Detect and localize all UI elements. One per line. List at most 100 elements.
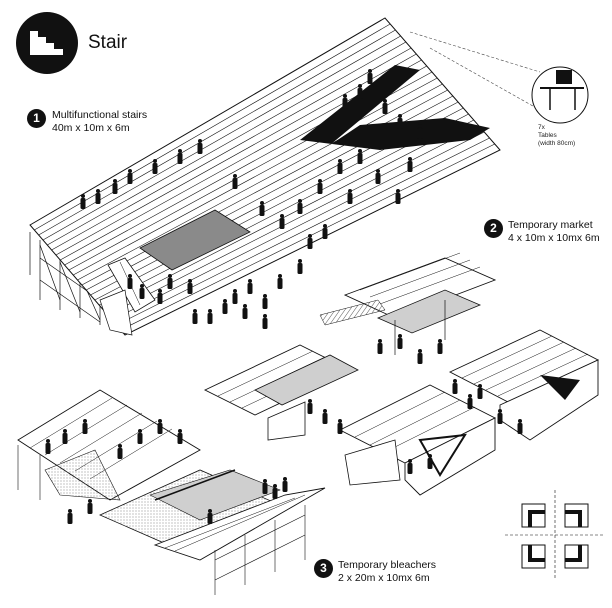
person-silhouette bbox=[272, 484, 278, 499]
person-silhouette bbox=[395, 189, 401, 204]
person-silhouette bbox=[127, 274, 133, 289]
person-silhouette bbox=[207, 509, 213, 524]
person-silhouette bbox=[232, 289, 238, 304]
person-silhouette bbox=[397, 334, 403, 349]
temporary-bleachers-drawing bbox=[17, 389, 326, 595]
person-silhouette bbox=[477, 384, 483, 399]
stair-step-line bbox=[103, 119, 475, 311]
stair-icon bbox=[16, 12, 78, 74]
person-silhouette bbox=[407, 459, 413, 474]
person-silhouette bbox=[259, 201, 265, 216]
person-silhouette bbox=[247, 279, 253, 294]
table-callout-text: 7x Tables (width 80cm) bbox=[538, 124, 575, 148]
stair-step-line bbox=[51, 47, 412, 251]
person-silhouette bbox=[297, 199, 303, 214]
person-silhouette bbox=[95, 189, 101, 204]
person-silhouette bbox=[317, 179, 323, 194]
person-silhouette bbox=[62, 429, 68, 444]
label-1-text: Multifunctional stairs 40m x 10m x 6m bbox=[52, 109, 147, 135]
person-silhouette bbox=[322, 224, 328, 239]
person-silhouette bbox=[357, 84, 363, 99]
person-silhouette bbox=[157, 419, 163, 434]
person-silhouette bbox=[337, 159, 343, 174]
label-2-number: 2 bbox=[484, 219, 503, 238]
person-silhouette bbox=[157, 289, 163, 304]
person-silhouette bbox=[152, 159, 158, 174]
label-3-number: 3 bbox=[314, 559, 333, 578]
stair-step-line bbox=[111, 131, 485, 321]
person-silhouette bbox=[222, 299, 228, 314]
person-silhouette bbox=[45, 439, 51, 454]
person-silhouette bbox=[80, 194, 86, 209]
person-silhouette bbox=[382, 99, 388, 114]
label-1-dims: 40m x 10m x 6m bbox=[52, 122, 130, 134]
label-1-name: Multifunctional stairs bbox=[52, 109, 148, 121]
table-label: Tables bbox=[538, 132, 557, 139]
person-silhouette bbox=[137, 429, 143, 444]
person-silhouette bbox=[67, 509, 73, 524]
person-silhouette bbox=[277, 274, 283, 289]
person-silhouette bbox=[127, 169, 133, 184]
page-title: Stair bbox=[88, 32, 128, 53]
person-silhouette bbox=[417, 349, 423, 364]
table-count: 7x bbox=[538, 124, 545, 131]
person-silhouette bbox=[377, 339, 383, 354]
person-silhouette bbox=[322, 409, 328, 424]
person-silhouette bbox=[187, 279, 193, 294]
person-silhouette bbox=[337, 419, 343, 434]
people-silhouettes bbox=[45, 69, 523, 524]
person-silhouette bbox=[112, 179, 118, 194]
label-1-number: 1 bbox=[27, 109, 46, 128]
person-silhouette bbox=[139, 284, 145, 299]
stair-step-line bbox=[116, 137, 490, 326]
label-2-text: Temporary market 4 x 10m x 10mx 6m bbox=[508, 219, 600, 245]
stair-step-line bbox=[34, 23, 391, 231]
stair-step-line bbox=[47, 41, 407, 246]
label-3-text: Temporary bleachers 2 x 20m x 10mx 6m bbox=[338, 559, 436, 585]
person-silhouette bbox=[375, 169, 381, 184]
person-silhouette bbox=[262, 294, 268, 309]
person-silhouette bbox=[207, 309, 213, 324]
stair-step-line bbox=[77, 83, 443, 281]
person-silhouette bbox=[177, 429, 183, 444]
person-silhouette bbox=[262, 479, 268, 494]
person-silhouette bbox=[167, 274, 173, 289]
temporary-market-drawing bbox=[203, 252, 600, 496]
person-silhouette bbox=[282, 477, 288, 492]
person-silhouette bbox=[467, 394, 473, 409]
person-silhouette bbox=[397, 114, 403, 129]
label-3-name: Temporary bleachers bbox=[338, 559, 437, 571]
person-silhouette bbox=[82, 419, 88, 434]
person-silhouette bbox=[177, 149, 183, 164]
stair-step-line bbox=[73, 77, 438, 276]
person-silhouette bbox=[242, 304, 248, 319]
person-silhouette bbox=[497, 409, 503, 424]
person-silhouette bbox=[357, 149, 363, 164]
person-silhouette bbox=[279, 214, 285, 229]
table-detail-icon bbox=[531, 66, 589, 124]
stair-step-line bbox=[55, 53, 417, 256]
label-2-dims: 4 x 10m x 10mx 6m bbox=[508, 232, 600, 244]
stair-step-line bbox=[120, 143, 495, 331]
label-3-dims: 2 x 20m x 10mx 6m bbox=[338, 572, 430, 584]
person-silhouette bbox=[262, 314, 268, 329]
person-silhouette bbox=[437, 339, 443, 354]
person-silhouette bbox=[232, 174, 238, 189]
person-silhouette bbox=[407, 157, 413, 172]
person-silhouette bbox=[307, 399, 313, 414]
callout-leader-lines bbox=[409, 31, 541, 111]
person-silhouette bbox=[117, 444, 123, 459]
person-silhouette bbox=[427, 454, 433, 469]
person-silhouette bbox=[517, 419, 523, 434]
person-silhouette bbox=[197, 139, 203, 154]
person-silhouette bbox=[297, 259, 303, 274]
person-silhouette bbox=[347, 189, 353, 204]
person-silhouette bbox=[452, 379, 458, 394]
stair-step-line bbox=[42, 35, 401, 241]
table-width: (width 80cm) bbox=[538, 140, 576, 147]
person-silhouette bbox=[192, 309, 198, 324]
stair-step-line bbox=[81, 89, 448, 286]
person-silhouette bbox=[367, 69, 373, 84]
label-2-name: Temporary market bbox=[508, 219, 593, 231]
person-silhouette bbox=[87, 499, 93, 514]
